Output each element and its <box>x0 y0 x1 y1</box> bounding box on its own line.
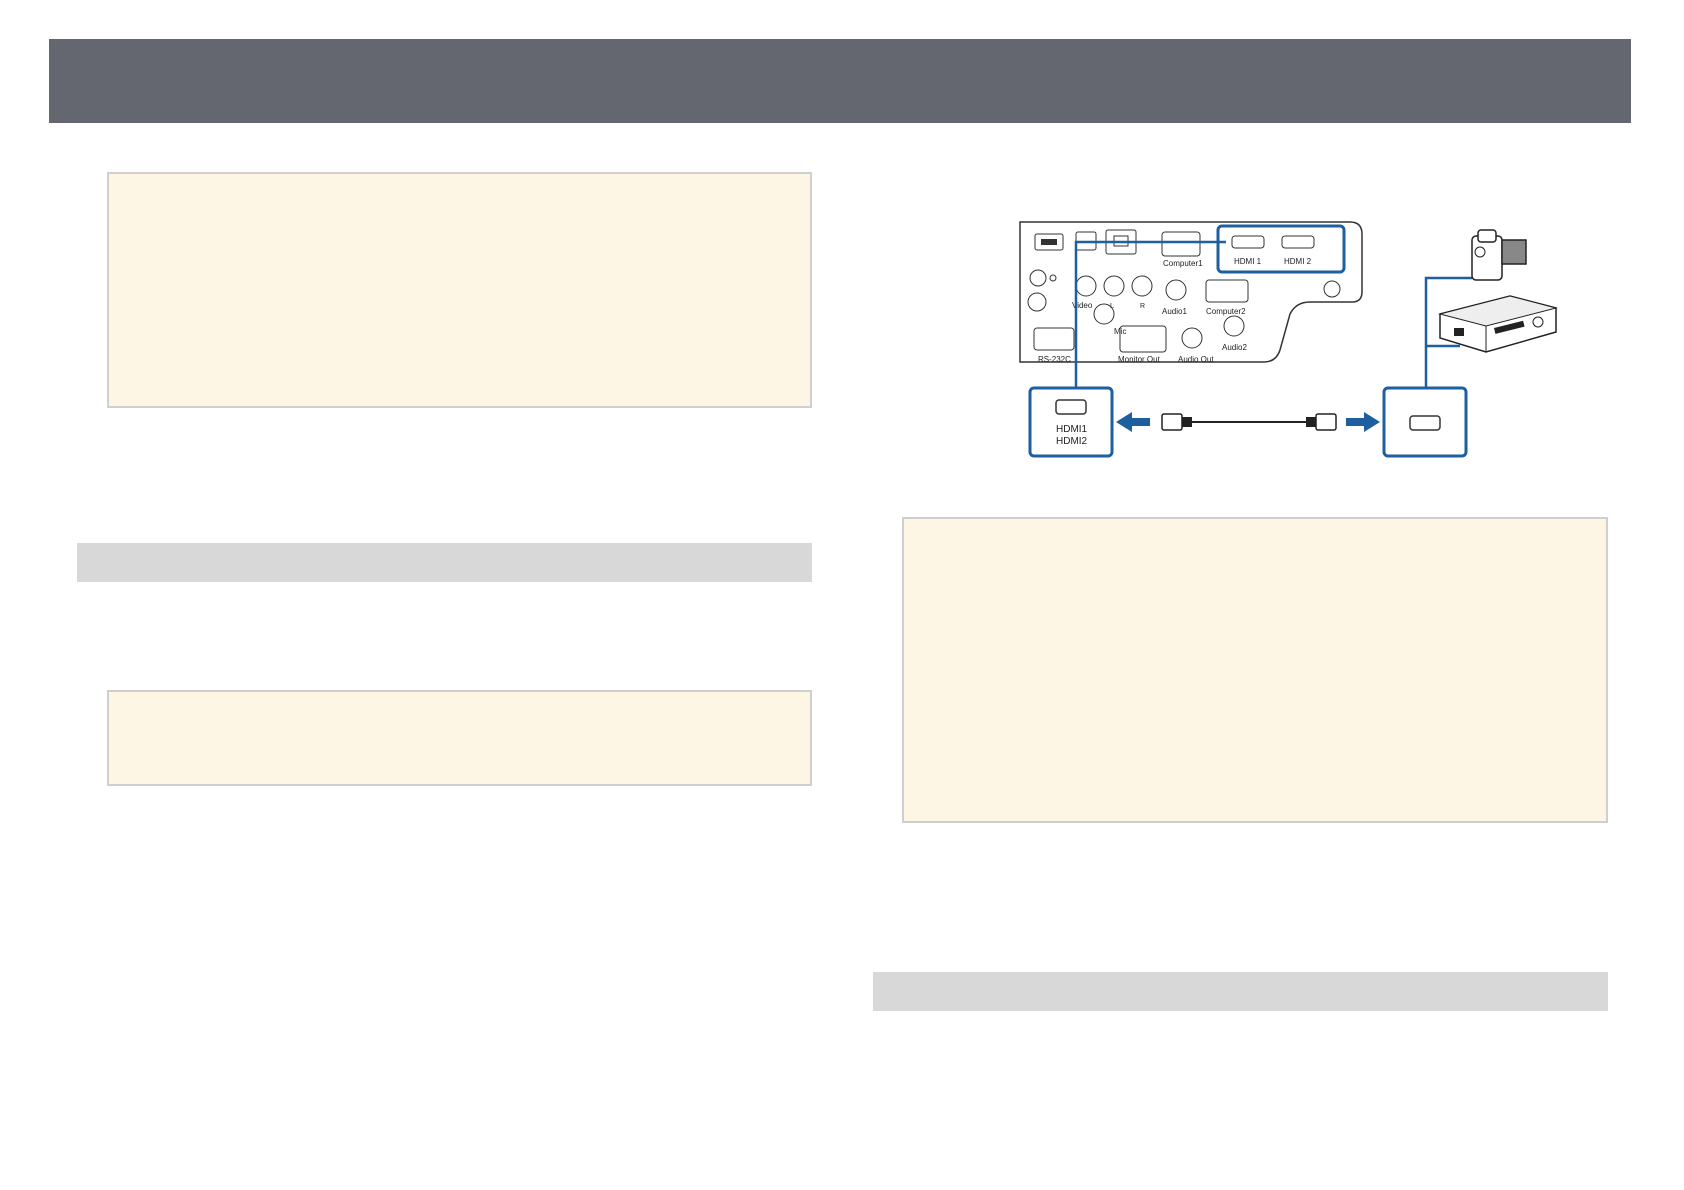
hdmi1-port-icon <box>1231 235 1265 249</box>
label-l: L <box>1110 303 1114 310</box>
audio1-jack-icon <box>1165 279 1187 301</box>
label-monitor-out: Monitor Out <box>1118 355 1161 364</box>
device-hdmi-callout <box>1382 386 1468 458</box>
computer2-port-icon <box>1205 279 1249 303</box>
hdmi-connection-diagram: Computer1 HDMI 1 HDMI 2 Video L R Mic Au… <box>1010 210 1570 470</box>
diagram-svg: Computer1 HDMI 1 HDMI 2 Video L R Mic Au… <box>1019 221 1558 458</box>
arrow-left-icon <box>1116 412 1150 432</box>
hdmi-cable-icon <box>1161 413 1337 431</box>
label-computer2: Computer2 <box>1206 307 1246 316</box>
section-heading-bar-2 <box>873 972 1608 1011</box>
label-hdmi1: HDMI 1 <box>1234 257 1262 266</box>
projector-panel <box>1019 221 1363 363</box>
camcorder-icon <box>1471 229 1527 281</box>
note-box-1 <box>107 172 812 408</box>
hdmi2-port-icon <box>1281 235 1315 249</box>
note-box-3 <box>902 517 1608 823</box>
audio2-jack-icon <box>1223 315 1245 337</box>
monitor-out-port-icon <box>1119 325 1167 353</box>
callout-label-hdmi1: HDMI1 <box>1056 424 1088 435</box>
label-audio-out: Audio Out <box>1178 355 1214 364</box>
callout-label-hdmi2: HDMI2 <box>1056 436 1088 447</box>
hdmi-ports-highlight <box>1216 224 1346 274</box>
arrow-right-icon <box>1346 412 1380 432</box>
label-hdmi2: HDMI 2 <box>1284 257 1312 266</box>
hdmi-connector-icon-device <box>1409 415 1441 431</box>
device-bracket-line <box>1424 276 1472 388</box>
page-header-bar <box>49 39 1631 123</box>
hdmi-leader-line <box>1074 240 1226 388</box>
label-audio2: Audio2 <box>1222 343 1247 352</box>
hdmi-connector-icon <box>1055 399 1087 415</box>
label-rs232c: RS-232C <box>1038 355 1071 364</box>
mic-jack-icon <box>1093 303 1115 325</box>
label-computer1: Computer1 <box>1163 259 1203 268</box>
audio-r-jack-icon <box>1131 275 1153 297</box>
section-heading-bar-1 <box>77 543 812 582</box>
label-video: Video <box>1072 301 1093 310</box>
audio-out-jack-icon <box>1181 327 1203 349</box>
audio-l-jack-icon <box>1103 275 1125 297</box>
label-audio1: Audio1 <box>1162 307 1187 316</box>
computer1-port-icon <box>1161 231 1201 257</box>
video-player-icon <box>1438 295 1558 353</box>
usb-port-icon <box>1034 233 1064 251</box>
label-r: R <box>1140 303 1145 310</box>
projector-hdmi-callout <box>1028 386 1114 458</box>
rs232c-port-icon <box>1033 327 1075 351</box>
note-box-2 <box>107 690 812 786</box>
